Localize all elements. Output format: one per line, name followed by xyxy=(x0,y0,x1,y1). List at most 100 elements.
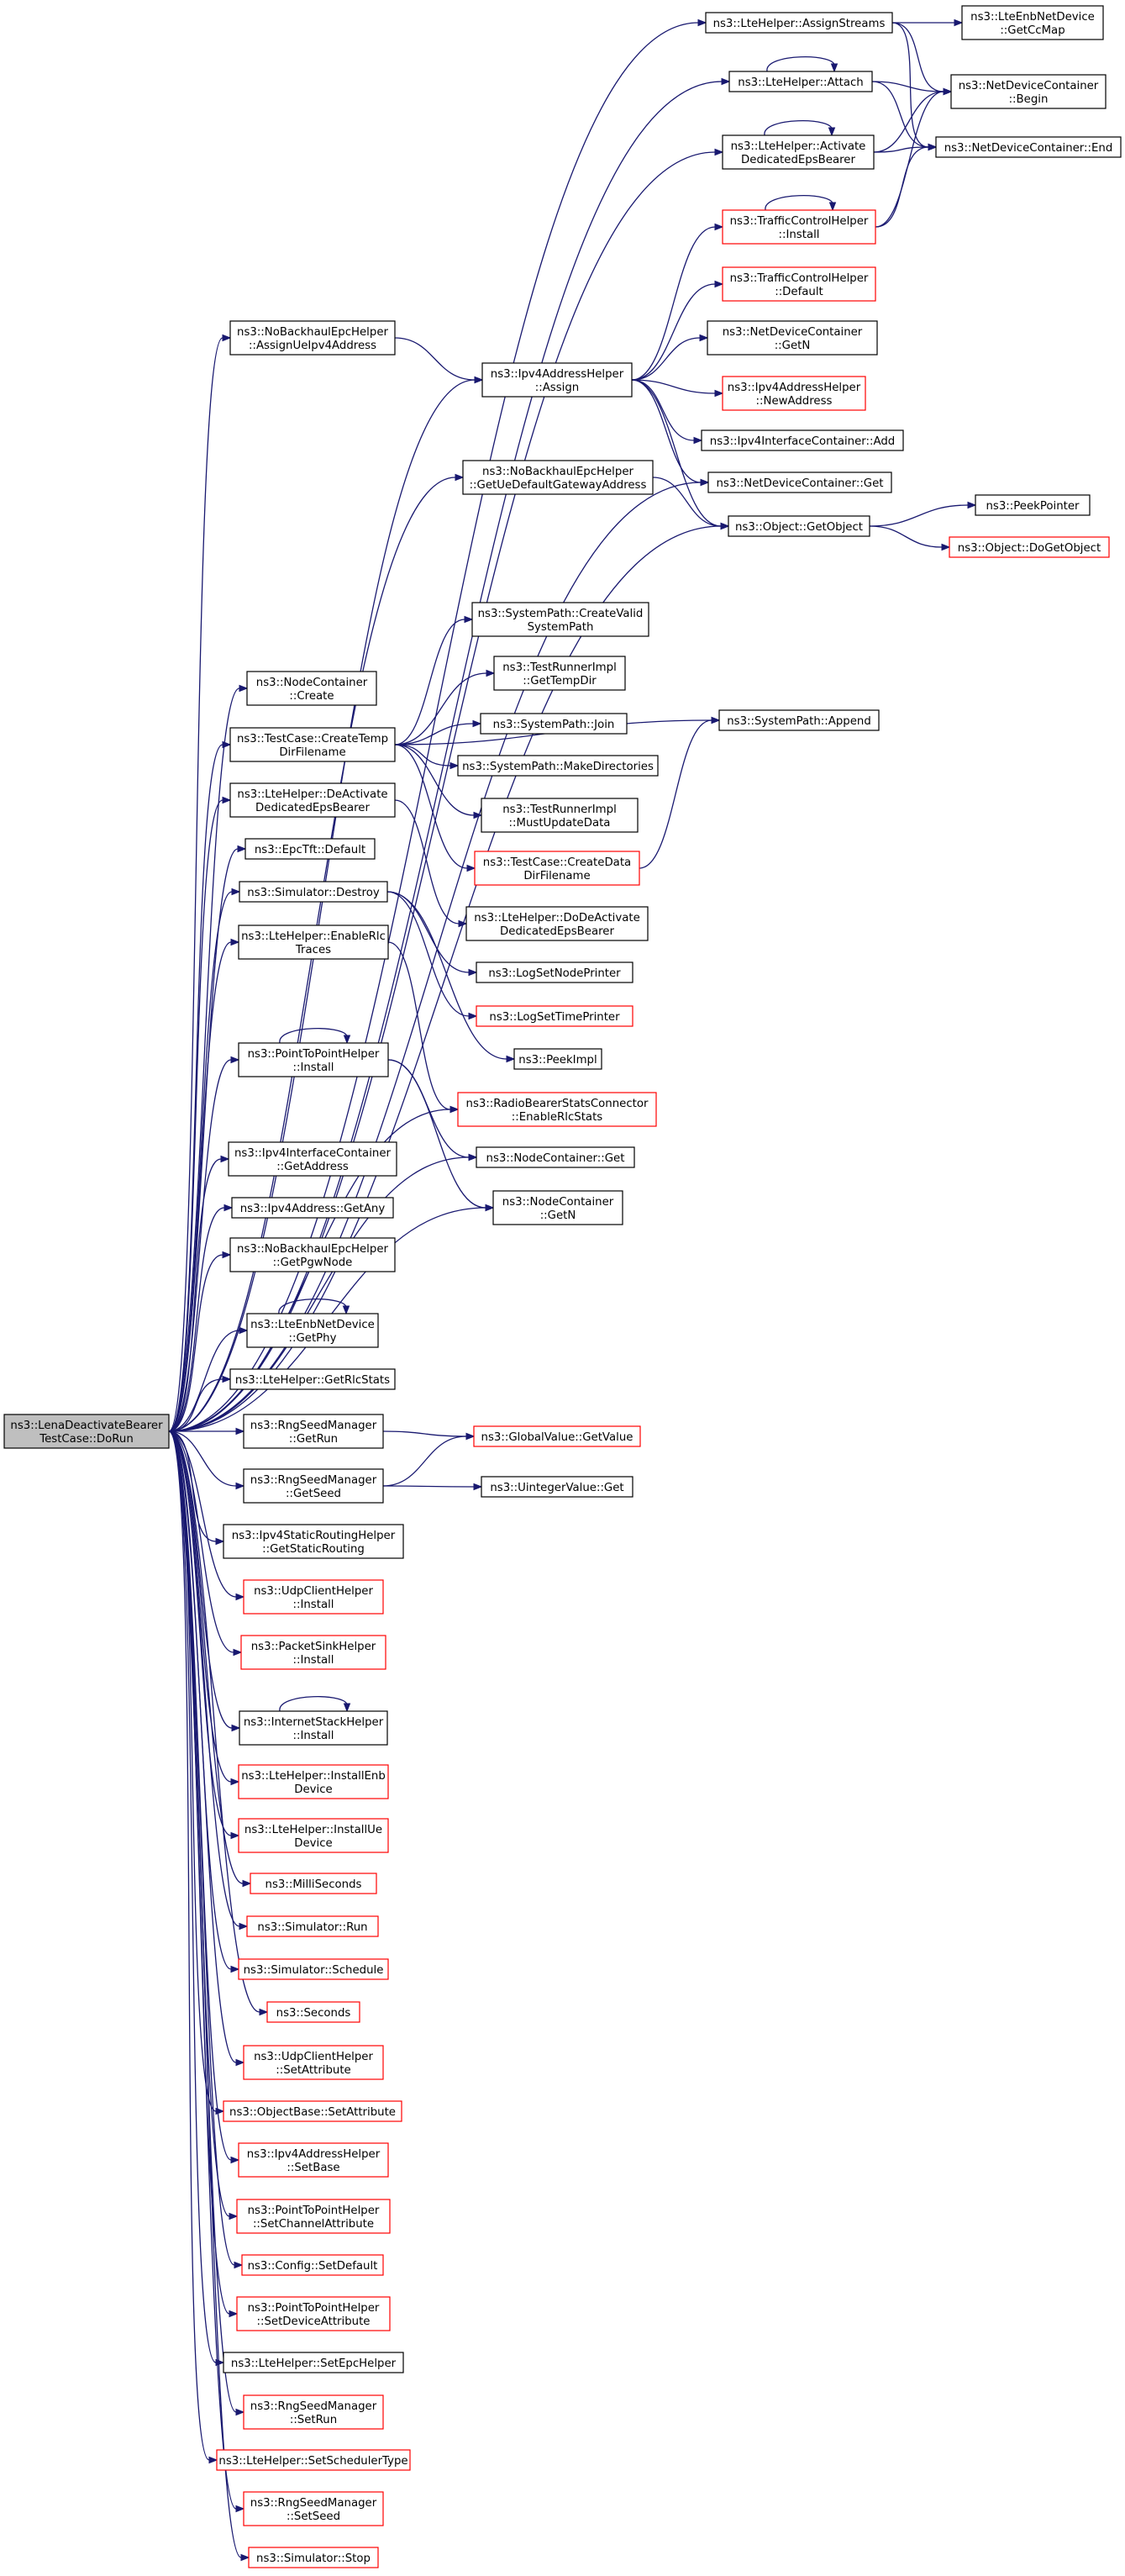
function-node-peekimpl[interactable]: ns3::PeekImpl xyxy=(513,1048,602,1070)
function-node-simstop[interactable]: ns3::Simulator::Stop xyxy=(248,2547,379,2568)
function-node-ndcend[interactable]: ns3::NetDeviceContainer::End xyxy=(935,136,1122,158)
function-node-ndcget[interactable]: ns3::NetDeviceContainer::Get xyxy=(707,471,892,493)
function-node-gettempdir[interactable]: ns3::TestRunnerImpl::GetTempDir xyxy=(493,656,626,691)
function-node-ncgetn[interactable]: ns3::NodeContainer::GetN xyxy=(492,1190,623,1225)
function-node-ipv4assign[interactable]: ns3::Ipv4AddressHelper::Assign xyxy=(481,362,633,398)
function-node-p2pinstall[interactable]: ns3::PointToPointHelper::Install xyxy=(238,1042,389,1077)
function-node-ndcgetn[interactable]: ns3::NetDeviceContainer::GetN xyxy=(707,320,878,356)
function-node-peekpointer[interactable]: ns3::PeekPointer xyxy=(975,494,1091,516)
function-node-mustupdate[interactable]: ns3::TestRunnerImpl::MustUpdateData xyxy=(481,798,639,833)
function-node-simdestroy[interactable]: ns3::Simulator::Destroy xyxy=(239,881,388,903)
function-node-activate[interactable]: ns3::LteHelper::ActivateDedicatedEpsBear… xyxy=(722,134,875,170)
node-label-line: ns3::TestCase::CreateData xyxy=(483,856,631,869)
function-node-deactivate[interactable]: ns3::LteHelper::DeActivateDedicatedEpsBe… xyxy=(229,782,396,818)
function-node-ndcbegin[interactable]: ns3::NetDeviceContainer::Begin xyxy=(950,74,1107,109)
function-node-udpsetattr[interactable]: ns3::UdpClientHelper::SetAttribute xyxy=(243,2045,384,2080)
edge-line xyxy=(168,379,476,1432)
function-node-ishinstall[interactable]: ns3::InternetStackHelper::Install xyxy=(239,1710,388,1746)
function-node-spjoin[interactable]: ns3::SystemPath::Join xyxy=(480,713,628,735)
function-node-getobject[interactable]: ns3::Object::GetObject xyxy=(728,515,870,537)
function-node-p2psetchannel[interactable]: ns3::PointToPointHelper::SetChannelAttri… xyxy=(236,2199,391,2234)
function-node-udpinstall[interactable]: ns3::UdpClientHelper::Install xyxy=(243,1579,384,1615)
function-node-attach[interactable]: ns3::LteHelper::Attach xyxy=(728,71,873,92)
function-node-getphy[interactable]: ns3::LteEnbNetDevice::GetPhy xyxy=(246,1313,379,1348)
function-node-tchinstall[interactable]: ns3::TrafficControlHelper::Install xyxy=(722,209,876,245)
function-node-configsetdefault[interactable]: ns3::Config::SetDefault xyxy=(241,2254,384,2276)
function-node-setepchelper[interactable]: ns3::LteHelper::SetEpcHelper xyxy=(223,2352,404,2373)
node-label-line: ns3::Ipv4InterfaceContainer::Add xyxy=(710,435,895,448)
function-node-rsmsetseed[interactable]: ns3::RngSeedManager::SetSeed xyxy=(243,2491,384,2526)
node-label-line: ns3::RngSeedManager xyxy=(250,1474,377,1487)
function-node-logtimeprinter[interactable]: ns3::LogSetTimePrinter xyxy=(476,1005,633,1027)
call-edge-ipv4assign-to-newaddress xyxy=(631,379,724,398)
function-node-ncget[interactable]: ns3::NodeContainer::Get xyxy=(476,1146,635,1168)
function-node-uintget[interactable]: ns3::UintegerValue::Get xyxy=(481,1476,633,1498)
function-node-lognodeprinter[interactable]: ns3::LogSetNodePrinter xyxy=(476,961,633,983)
function-node-spappend[interactable]: ns3::SystemPath::Append xyxy=(718,709,880,731)
function-node-obsetattr[interactable]: ns3::ObjectBase::SetAttribute xyxy=(223,2100,402,2122)
edge-line xyxy=(387,941,451,1110)
node-box xyxy=(239,881,388,903)
function-node-tchdefault[interactable]: ns3::TrafficControlHelper::Default xyxy=(722,266,876,302)
function-node-psinstall[interactable]: ns3::PacketSinkHelper::Install xyxy=(240,1635,386,1670)
node-box xyxy=(239,1710,388,1746)
function-node-simrun[interactable]: ns3::Simulator::Run xyxy=(246,1915,379,1937)
node-label-line: ::SetBase xyxy=(287,2162,339,2174)
function-node-rsmgetrun[interactable]: ns3::RngSeedManager::GetRun xyxy=(243,1414,384,1449)
edge-line xyxy=(764,120,833,136)
function-node-p2psetdevice[interactable]: ns3::PointToPointHelper::SetDeviceAttrib… xyxy=(236,2296,391,2331)
function-node-getstaticrouting[interactable]: ns3::Ipv4StaticRoutingHelper::GetStaticR… xyxy=(223,1524,404,1559)
function-node-getccmap[interactable]: ns3::LteEnbNetDevice::GetCcMap xyxy=(961,5,1104,40)
edge-line xyxy=(168,1430,237,2063)
node-label-line: ns3::InternetStackHelper xyxy=(244,1716,384,1729)
edge-line xyxy=(278,1299,347,1314)
node-label-line: ns3::Seconds xyxy=(276,2007,351,2020)
function-node-setscheduler[interactable]: ns3::LteHelper::SetSchedulerType xyxy=(216,2449,411,2471)
function-node-dogetobject[interactable]: ns3::Object::DoGetObject xyxy=(949,536,1110,558)
node-box xyxy=(722,376,866,411)
edge-arrowhead xyxy=(473,1483,483,1491)
function-node-rbstats[interactable]: ns3::RadioBearerStatsConnector::EnableRl… xyxy=(457,1092,657,1127)
edge-arrowhead xyxy=(259,2008,269,2016)
function-node-ipv4setbase[interactable]: ns3::Ipv4AddressHelper::SetBase xyxy=(238,2142,389,2178)
call-edge-rsmgetseed-to-uintget xyxy=(382,1483,483,1491)
function-node-gvgetvalue[interactable]: ns3::GlobalValue::GetValue xyxy=(473,1425,641,1447)
function-node-ifcgetaddr[interactable]: ns3::Ipv4InterfaceContainer::GetAddress xyxy=(228,1141,397,1177)
function-node-rsmgetseed[interactable]: ns3::RngSeedManager::GetSeed xyxy=(243,1468,384,1504)
function-node-assignueipv4[interactable]: ns3::NoBackhaulEpcHelper::AssignUeIpv4Ad… xyxy=(229,320,396,356)
function-node-epctftdefault[interactable]: ns3::EpcTft::Default xyxy=(244,838,376,860)
edge-arrowhead xyxy=(239,1922,249,1931)
node-label-line: ns3::LteHelper::AssignStreams xyxy=(713,18,886,30)
edge-arrowhead xyxy=(208,2456,218,2464)
edge-arrowhead xyxy=(235,2505,245,2513)
function-node-nccreate[interactable]: ns3::NodeContainer::Create xyxy=(246,671,377,706)
call-edge-assignstreams-to-ndcbegin xyxy=(891,22,953,96)
call-edge-dorun-to-udpinstall xyxy=(168,1430,245,1601)
function-node-seconds[interactable]: ns3::Seconds xyxy=(266,2001,360,2023)
function-node-dodeactivate[interactable]: ns3::LteHelper::DoDeActivateDedicatedEps… xyxy=(465,906,649,941)
function-node-rsmsetrun[interactable]: ns3::RngSeedManager::SetRun xyxy=(243,2394,384,2430)
function-node-getpgwnode[interactable]: ns3::NoBackhaulEpcHelper::GetPgwNode xyxy=(229,1237,396,1272)
function-node-getuedefgw[interactable]: ns3::NoBackhaulEpcHelper::GetUeDefaultGa… xyxy=(462,460,654,495)
function-node-makedirs[interactable]: ns3::SystemPath::MakeDirectories xyxy=(457,755,659,777)
function-node-milliseconds[interactable]: ns3::MilliSeconds xyxy=(250,1873,377,1894)
node-label-line: ns3::PointToPointHelper xyxy=(248,2302,380,2315)
node-label-line: ::GetN xyxy=(540,1209,576,1222)
function-node-newaddress[interactable]: ns3::Ipv4AddressHelper::NewAddress xyxy=(722,376,866,411)
node-box xyxy=(248,2547,379,2568)
edge-arrowhead xyxy=(223,1204,234,1212)
function-node-ificadd[interactable]: ns3::Ipv4InterfaceContainer::Add xyxy=(701,429,904,451)
function-node-simschedule[interactable]: ns3::Simulator::Schedule xyxy=(238,1958,389,1980)
function-node-ipv4getany[interactable]: ns3::Ipv4Address::GetAny xyxy=(231,1197,394,1219)
node-label-line: ns3::LteEnbNetDevice xyxy=(250,1319,375,1331)
function-node-assignstreams[interactable]: ns3::LteHelper::AssignStreams xyxy=(705,12,893,34)
function-node-getrlcstats[interactable]: ns3::LteHelper::GetRlcStats xyxy=(229,1368,396,1390)
node-label-line: ::Assign xyxy=(535,382,579,394)
